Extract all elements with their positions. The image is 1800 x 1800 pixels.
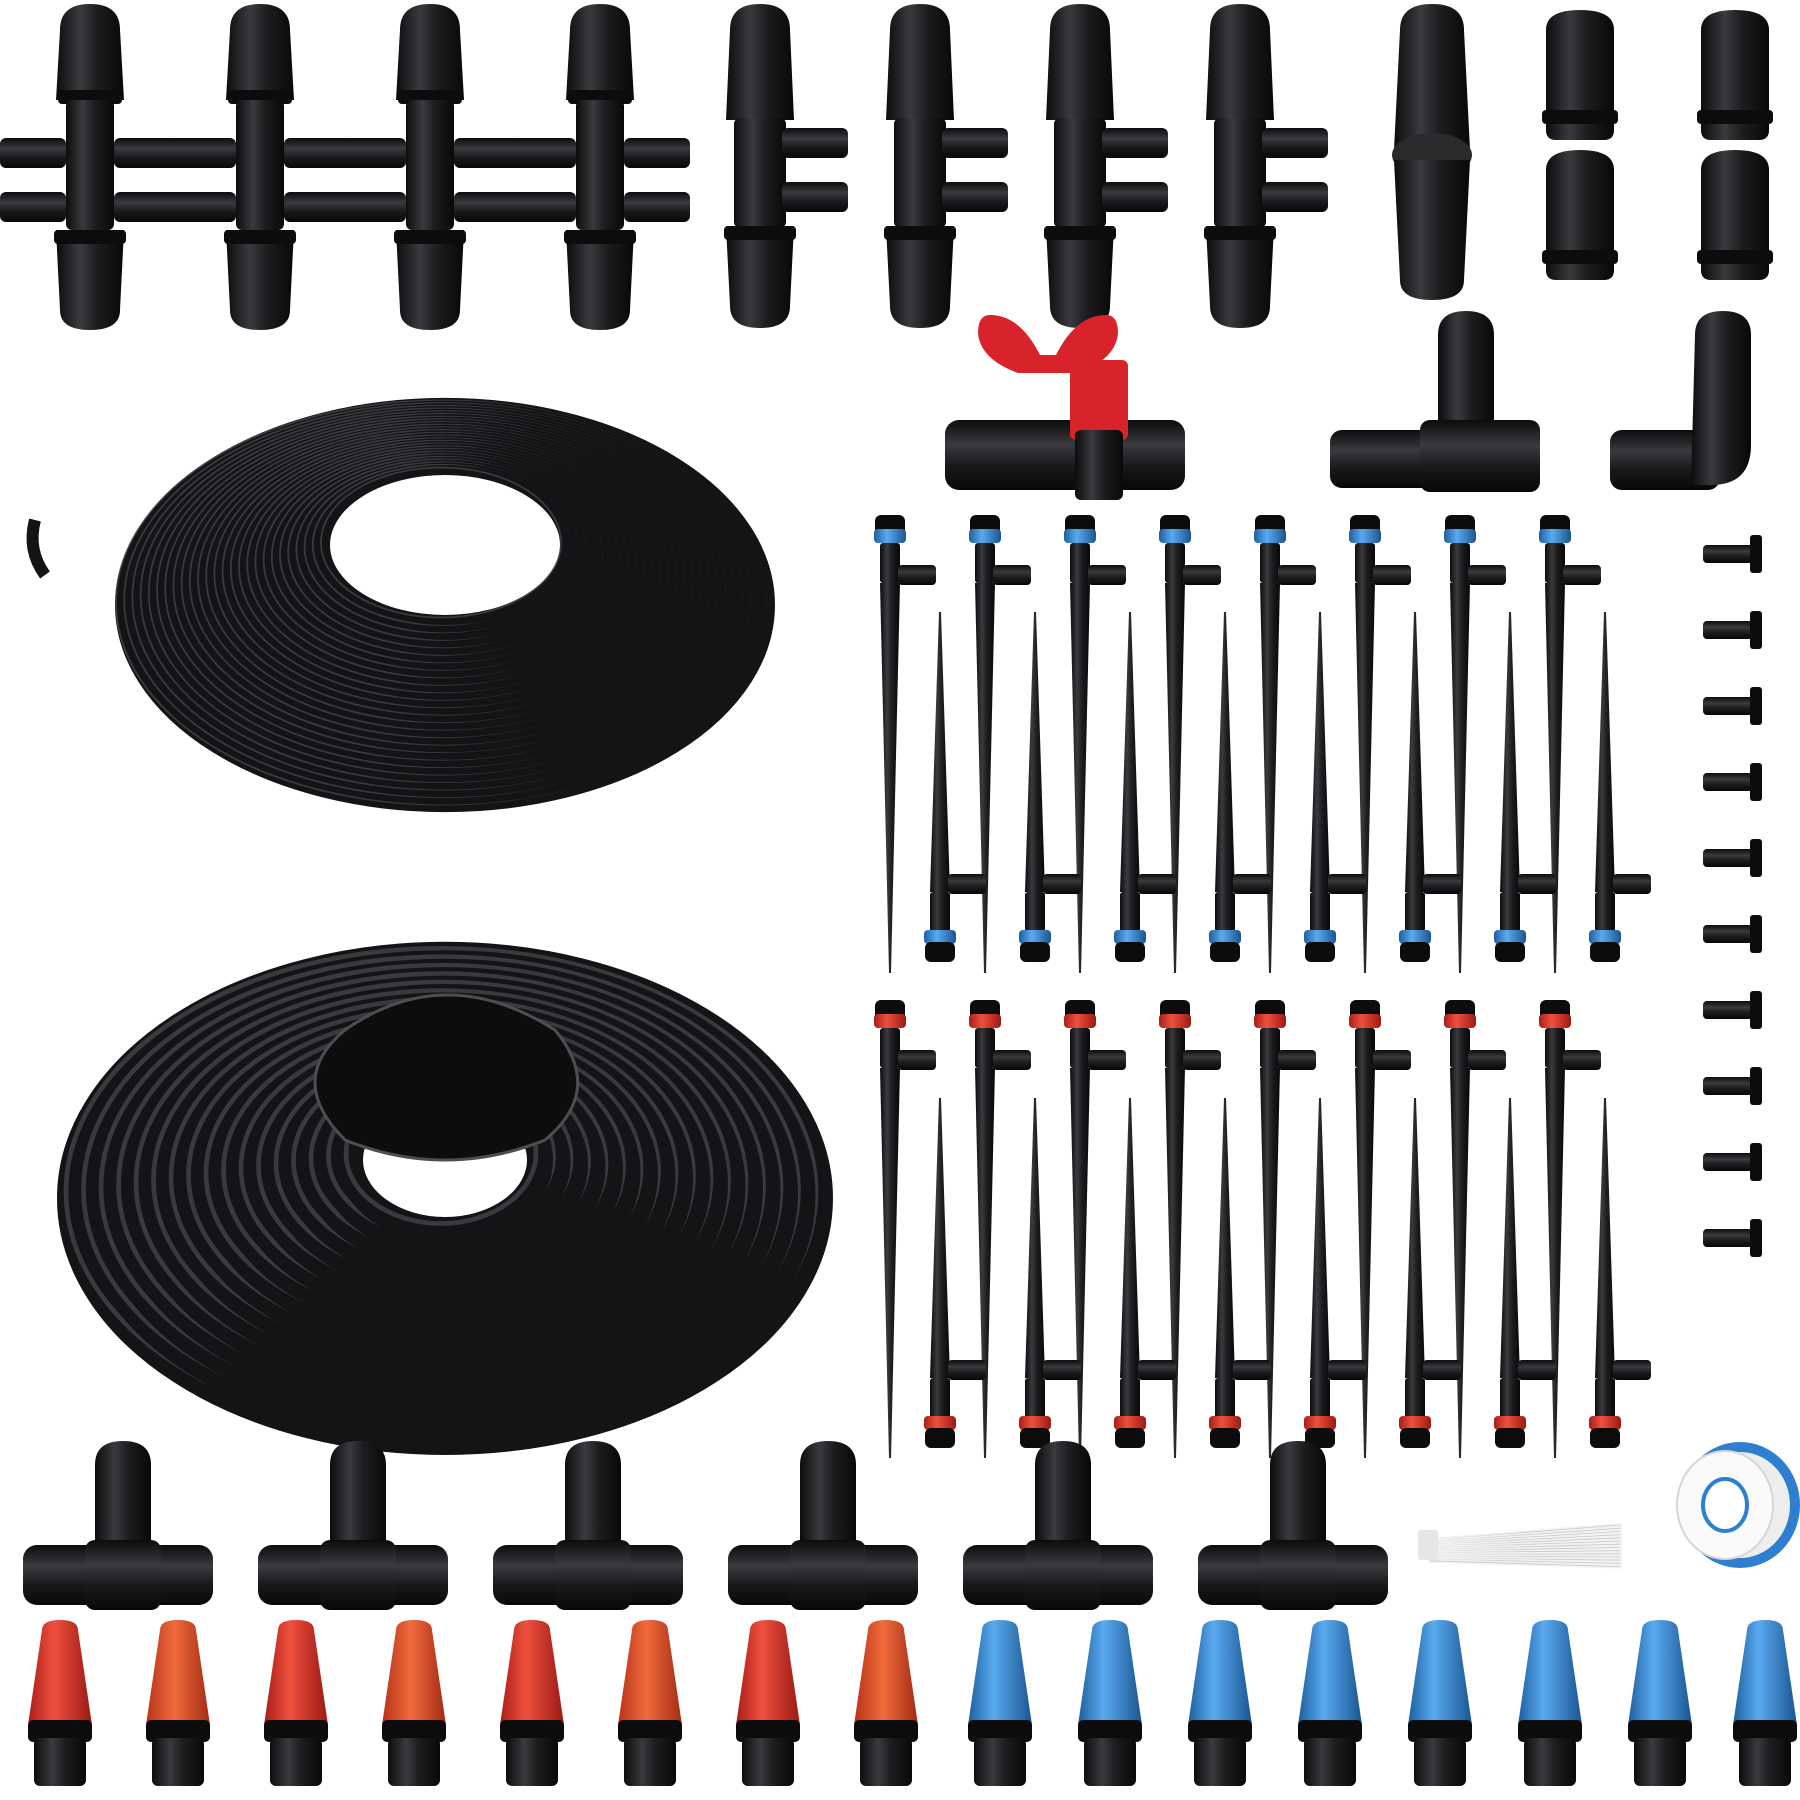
stake-sprinkler-cap-top xyxy=(1159,515,1221,973)
adjustable-nozzle xyxy=(1733,1620,1797,1786)
adjustable-nozzle xyxy=(1628,1620,1692,1786)
adjustable-nozzle xyxy=(968,1620,1032,1786)
stake-sprinkler-cap-bottom xyxy=(1494,612,1556,962)
stake-sprinkler-cap-bottom xyxy=(1019,612,1081,962)
stake-sprinkler-cap-bottom xyxy=(1019,1098,1081,1448)
goof-plug xyxy=(1703,991,1762,1029)
stake-sprinkler-cap-bottom xyxy=(1399,1098,1461,1448)
main-hose-coil xyxy=(57,941,833,1456)
goof-plug xyxy=(1703,687,1762,725)
three-way-connector xyxy=(1044,4,1168,328)
end-plug xyxy=(1697,10,1773,140)
stake-sprinkler-cap-bottom xyxy=(924,612,986,962)
tee-fitting xyxy=(23,1441,213,1610)
stake-sprinkler-cap-top xyxy=(1159,1000,1221,1458)
stake-sprinkler-cap-bottom xyxy=(1209,612,1271,962)
adjustable-nozzle xyxy=(1078,1620,1142,1786)
stake-sprinkler-cap-top xyxy=(874,1000,936,1458)
adjustable-nozzle xyxy=(500,1620,564,1786)
adjustable-nozzle xyxy=(1518,1620,1582,1786)
adjustable-nozzle xyxy=(854,1620,918,1786)
goof-plug xyxy=(1703,535,1762,573)
stake-sprinkler-cap-top xyxy=(1444,1000,1506,1458)
tee-fitting xyxy=(258,1441,448,1610)
goof-plug xyxy=(1703,763,1762,801)
stake-sprinkler-cap-bottom xyxy=(1304,1098,1366,1448)
adjustable-nozzle xyxy=(146,1620,210,1786)
four-way-connector xyxy=(170,4,350,330)
stake-sprinkler-cap-bottom xyxy=(1114,1098,1176,1448)
stake-sprinkler-cap-top xyxy=(1064,1000,1126,1458)
stake-sprinkler-cap-top xyxy=(969,1000,1031,1458)
stake-sprinkler-cap-top xyxy=(1539,1000,1601,1458)
stake-sprinkler-cap-bottom xyxy=(1399,612,1461,962)
adjustable-nozzle xyxy=(736,1620,800,1786)
adjustable-nozzle xyxy=(1188,1620,1252,1786)
stake-sprinkler-cap-top xyxy=(1254,515,1316,973)
stake-sprinkler-cap-bottom xyxy=(924,1098,986,1448)
stake-sprinkler-cap-bottom xyxy=(1209,1098,1271,1448)
stake-sprinkler-cap-top xyxy=(1254,1000,1316,1458)
goof-plug xyxy=(1703,1219,1762,1257)
three-way-connector xyxy=(884,4,1008,328)
stake-sprinkler-cap-bottom xyxy=(1304,612,1366,962)
tee-fitting xyxy=(1198,1441,1388,1610)
goof-plug xyxy=(1703,839,1762,877)
goof-plug xyxy=(1703,1143,1762,1181)
goof-plug xyxy=(1703,915,1762,953)
stake-sprinkler-cap-bottom xyxy=(1494,1098,1556,1448)
stake-sprinkler-cap-top xyxy=(1539,515,1601,973)
stake-sprinkler-cap-top xyxy=(874,515,936,973)
three-way-connector xyxy=(1204,4,1328,328)
four-way-connector xyxy=(0,4,180,330)
stake-sprinkler-cap-bottom xyxy=(1589,1098,1651,1448)
elbow-adapter xyxy=(1610,311,1751,490)
tee-fitting xyxy=(963,1441,1153,1610)
stake-sprinkler-cap-top xyxy=(1349,1000,1411,1458)
adjustable-nozzle xyxy=(28,1620,92,1786)
four-way-connector xyxy=(510,4,690,330)
ptfe-tape-roll xyxy=(1676,1442,1800,1568)
adjustable-nozzle xyxy=(1298,1620,1362,1786)
cable-ties xyxy=(1418,1523,1622,1569)
tee-fitting xyxy=(728,1441,918,1610)
goof-plug xyxy=(1703,1067,1762,1105)
four-way-connector xyxy=(340,4,520,330)
stake-sprinkler-cap-bottom xyxy=(1589,612,1651,962)
adjustable-nozzle xyxy=(382,1620,446,1786)
adjustable-nozzle xyxy=(618,1620,682,1786)
straight-coupler xyxy=(1392,4,1472,300)
end-plug xyxy=(1697,150,1773,280)
stake-sprinkler-cap-top xyxy=(1064,515,1126,973)
goof-plug xyxy=(1703,611,1762,649)
stake-sprinkler-cap-top xyxy=(1349,515,1411,973)
end-plug xyxy=(1542,10,1618,140)
shut-off-valve xyxy=(945,315,1185,500)
stake-sprinkler-cap-bottom xyxy=(1114,612,1176,962)
stake-sprinkler-cap-top xyxy=(969,515,1031,973)
end-plug xyxy=(1542,150,1618,280)
stake-sprinkler-cap-top xyxy=(1444,515,1506,973)
adjustable-nozzle xyxy=(264,1620,328,1786)
thin-tubing-coil xyxy=(26,397,775,813)
tee-adapter xyxy=(1330,311,1540,492)
three-way-connector xyxy=(724,4,848,328)
adjustable-nozzle xyxy=(1408,1620,1472,1786)
tee-fitting xyxy=(493,1441,683,1610)
